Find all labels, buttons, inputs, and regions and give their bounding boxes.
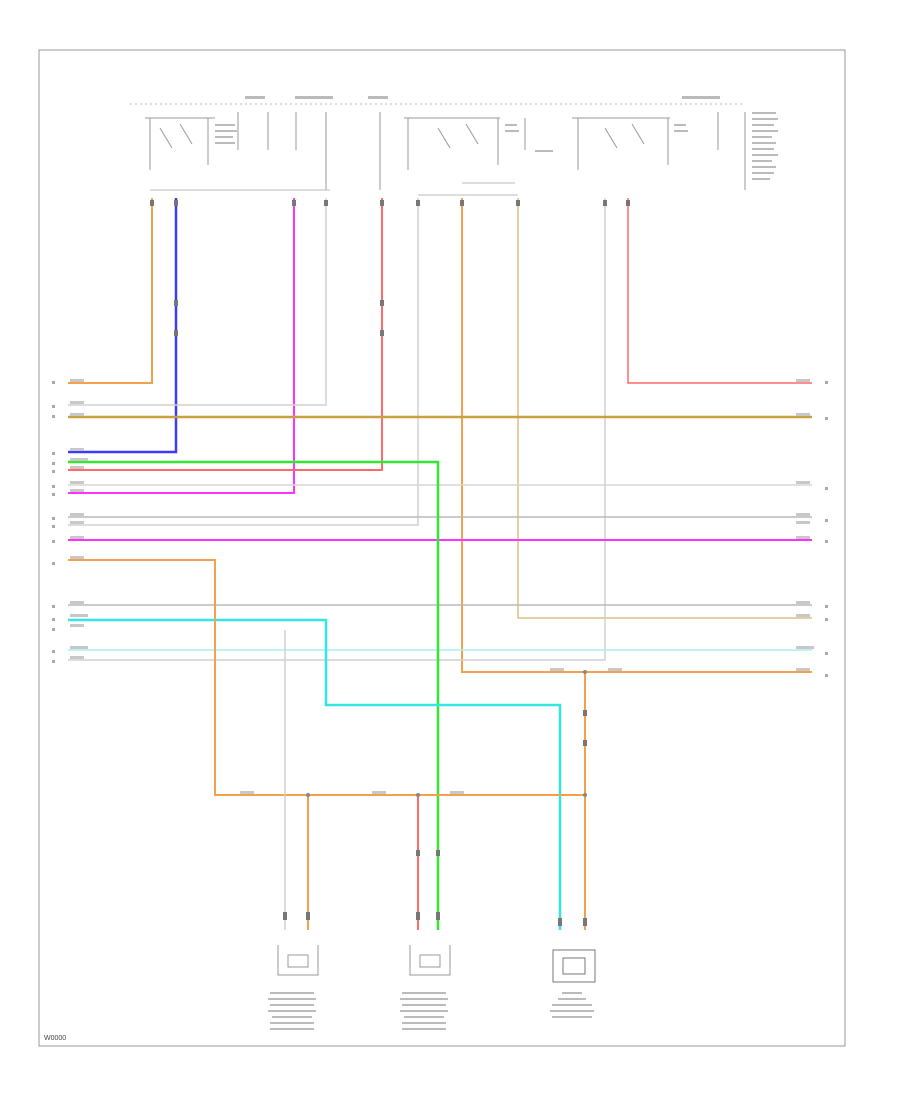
wire-orange-left [68,198,153,384]
row-end-marks [70,379,814,794]
header-label-marks [215,96,778,180]
pin-index-ticks [52,381,828,677]
wire-grey-605 [68,198,606,661]
wire-grey-upper [68,198,327,406]
wire-pink-right [627,198,812,384]
diagram-frame [38,49,846,1047]
connector-marks [150,200,630,856]
wire-pink [68,198,383,471]
wire-green [68,460,440,930]
wire-orange-462 [461,198,812,673]
wire-grey-418 [68,198,419,526]
solenoid-connector-center [409,945,451,976]
wire-orange-lower [68,559,586,796]
relay-block-right [572,112,746,190]
solenoid-connector-right [552,949,596,983]
figure-id: W0000 [44,1035,66,1042]
wire-tan-518 [517,198,812,619]
wire-magenta-upper [68,198,295,494]
solenoid-caption-marks [268,992,594,1030]
wire-blue [68,198,178,454]
splice-points [306,670,587,797]
solenoid-connector-left [277,945,319,976]
relay-block-left [145,112,269,170]
wire-cyan [68,618,562,930]
relay-block-center [295,112,526,190]
solenoid-pins [283,912,587,926]
